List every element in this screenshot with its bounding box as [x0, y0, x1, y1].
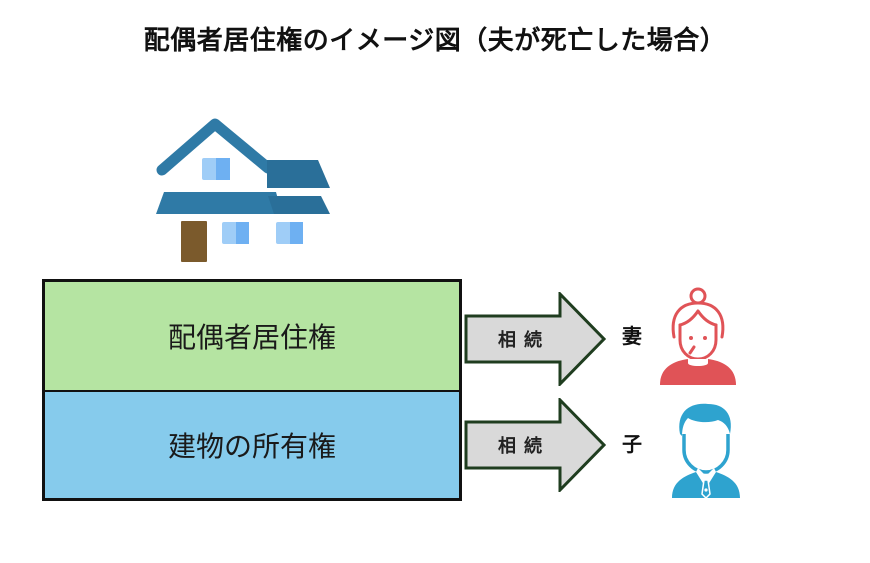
spousal-residence-right-label: 配偶者居住権 [167, 321, 336, 354]
arrow-right-icon [464, 292, 606, 386]
woman-icon [650, 285, 746, 385]
arrow-label: 相続 [498, 330, 550, 351]
arrow-label: 相続 [498, 436, 550, 457]
man-icon [658, 398, 754, 500]
diagram-title: 配偶者居住権のイメージ図（夫が死亡した場合） [143, 26, 727, 56]
building-ownership-right: 建物の所有権 [45, 392, 459, 498]
inheritance-arrow: 相続 [464, 398, 606, 492]
heir-label-wife: 妻 [622, 324, 642, 348]
building-ownership-right-label: 建物の所有権 [167, 430, 336, 463]
arrow-right-icon [464, 398, 606, 492]
rights-box: 配偶者居住権 建物の所有権 [42, 279, 462, 501]
inheritance-arrow: 相続 [464, 292, 606, 386]
heir-label-child: 子 [622, 432, 642, 456]
spousal-residence-right: 配偶者居住権 [45, 282, 459, 392]
house-icon [150, 112, 330, 262]
